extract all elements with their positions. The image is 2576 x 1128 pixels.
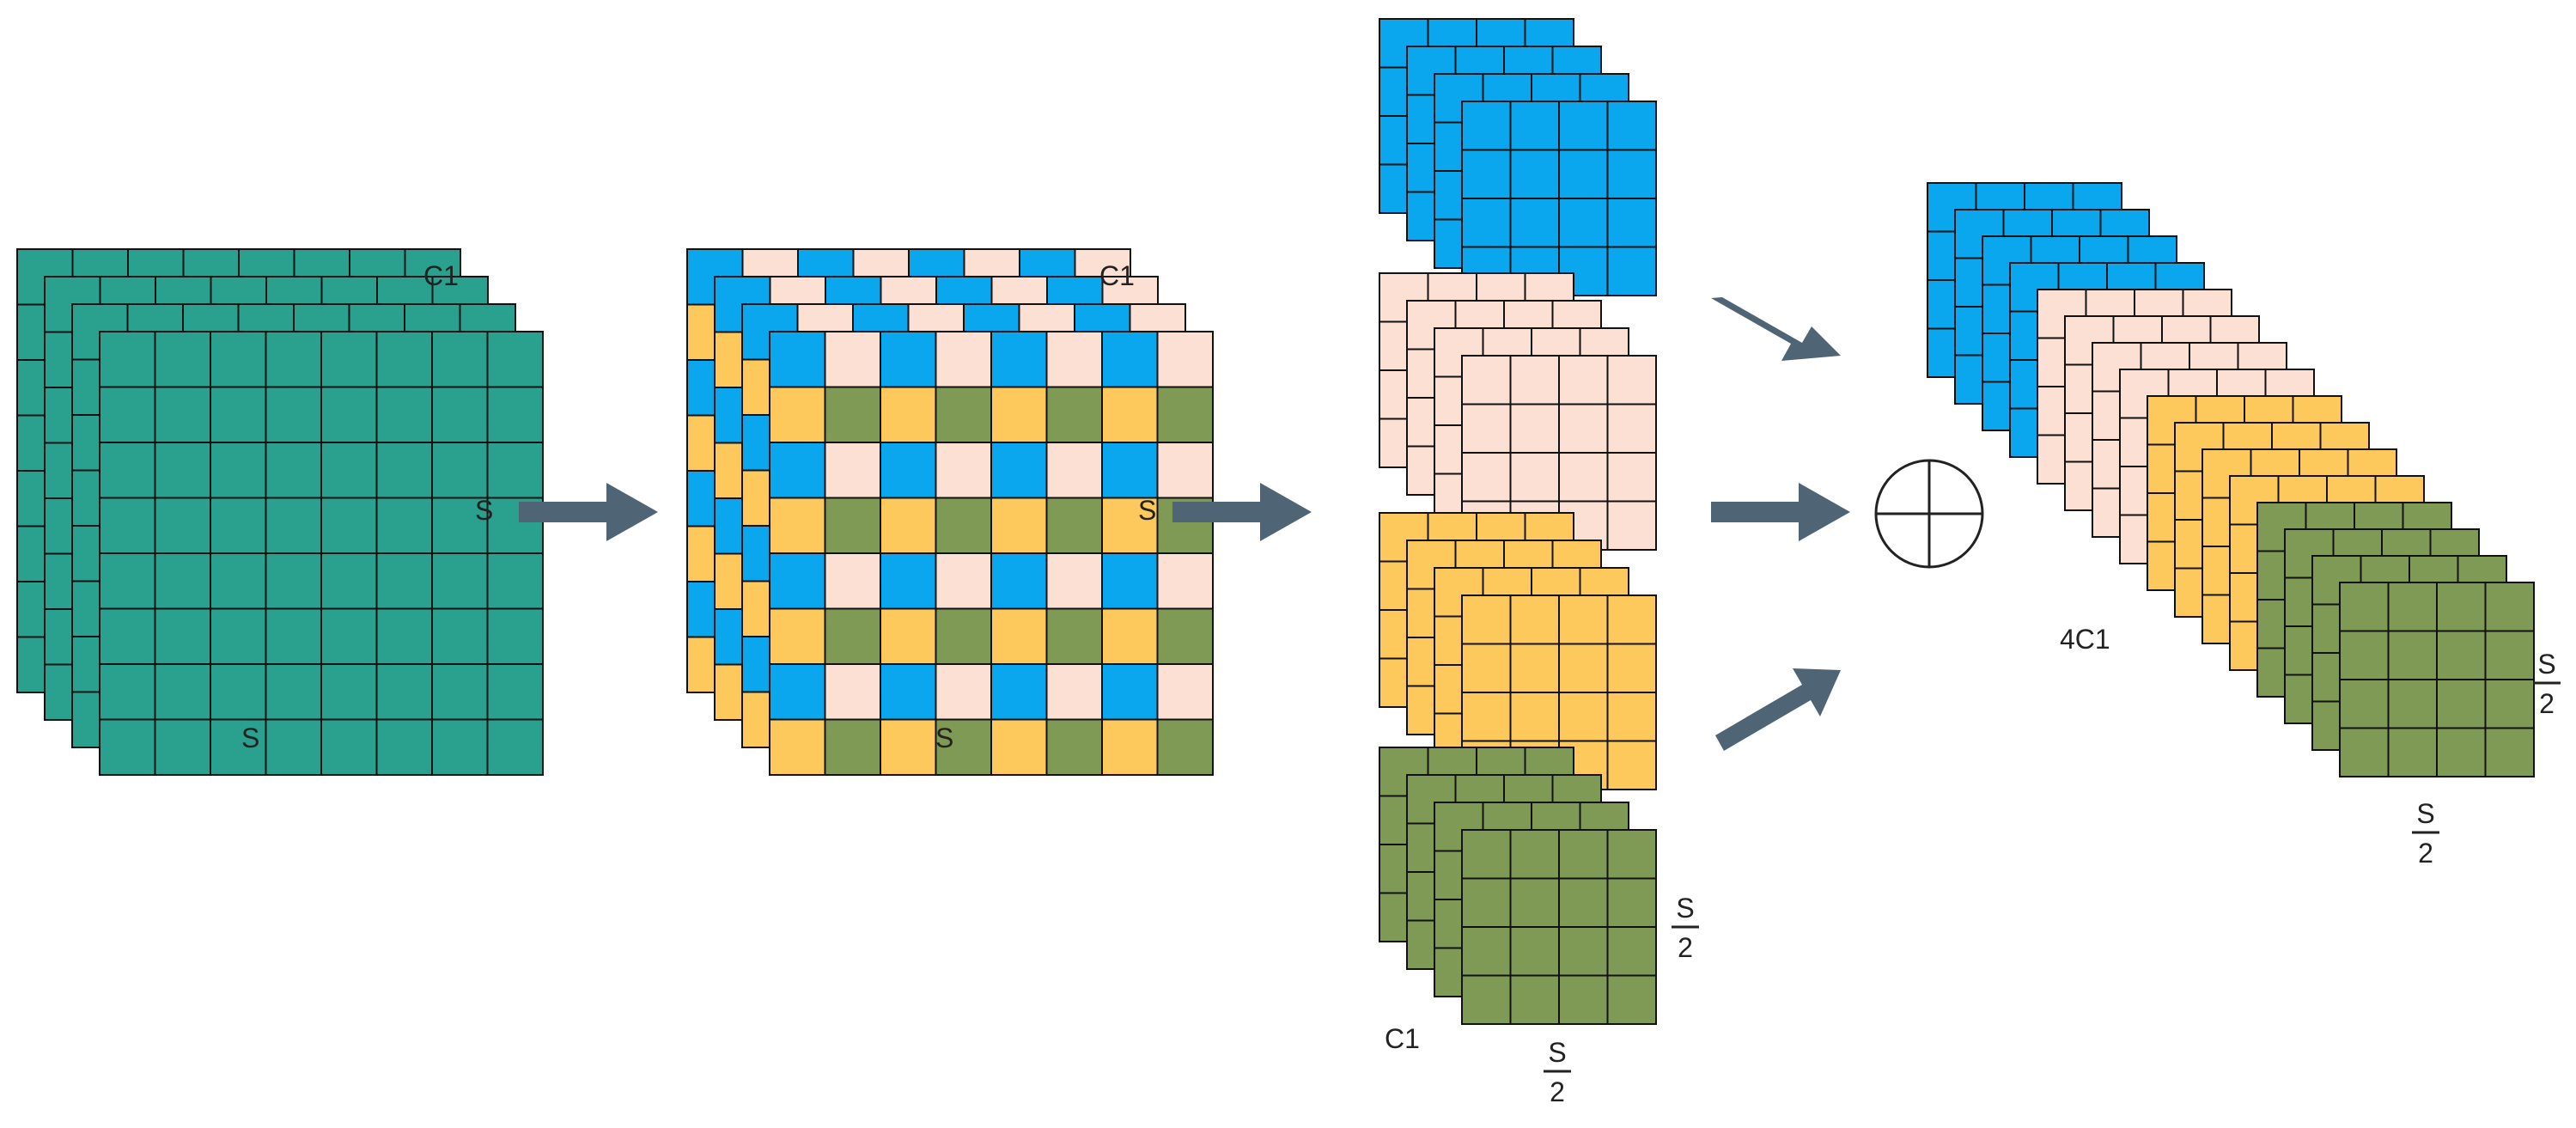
split-peach-layer [1461, 355, 1657, 551]
split-width-numerator: S [1548, 1037, 1566, 1068]
sampled-width-label: S [935, 723, 953, 753]
input-channel-label: C1 [423, 260, 459, 291]
split-height-denominator: 2 [1678, 932, 1693, 963]
split-height-fraction: S 2 [1672, 893, 1699, 963]
split-blue-layer [1461, 101, 1657, 296]
output-layer [2339, 582, 2535, 777]
output-width-denominator: 2 [2418, 838, 2433, 869]
output-width-fraction: S 2 [2412, 798, 2439, 869]
output-height-denominator: 2 [2539, 688, 2555, 719]
right-arrow-icon [1711, 483, 1850, 541]
split-height-numerator: S [1676, 893, 1694, 924]
right-arrow-icon [1715, 668, 1841, 751]
right-arrow-icon [1172, 483, 1312, 541]
output-channel-label: 4C1 [2060, 624, 2110, 655]
output-height-numerator: S [2537, 649, 2555, 680]
split-stack-peach [1379, 272, 1657, 551]
split-width-denominator: 2 [1550, 1076, 1565, 1107]
split-green-layer [1461, 829, 1657, 1025]
output-width-numerator: S [2416, 798, 2434, 829]
sampled-feature-map [686, 248, 1214, 776]
output-feature-map [1927, 182, 2535, 777]
split-channel-label: C1 [1385, 1023, 1420, 1054]
input-feature-map [16, 248, 544, 776]
split-stack-blue [1379, 18, 1657, 296]
split-stack-green [1379, 747, 1657, 1025]
input-layer [99, 331, 544, 776]
output-height-fraction: S 2 [2533, 649, 2561, 719]
right-arrow-icon [1711, 297, 1841, 361]
split-width-fraction: S 2 [1544, 1037, 1571, 1107]
right-arrow-icon [519, 483, 658, 541]
circle-plus-icon [1874, 459, 1984, 569]
sampled-channel-label: C1 [1099, 260, 1135, 291]
input-width-label: S [241, 723, 259, 753]
sampled-height-label: S [1138, 495, 1156, 526]
sampled-layer [769, 331, 1214, 776]
input-height-label: S [475, 495, 493, 526]
